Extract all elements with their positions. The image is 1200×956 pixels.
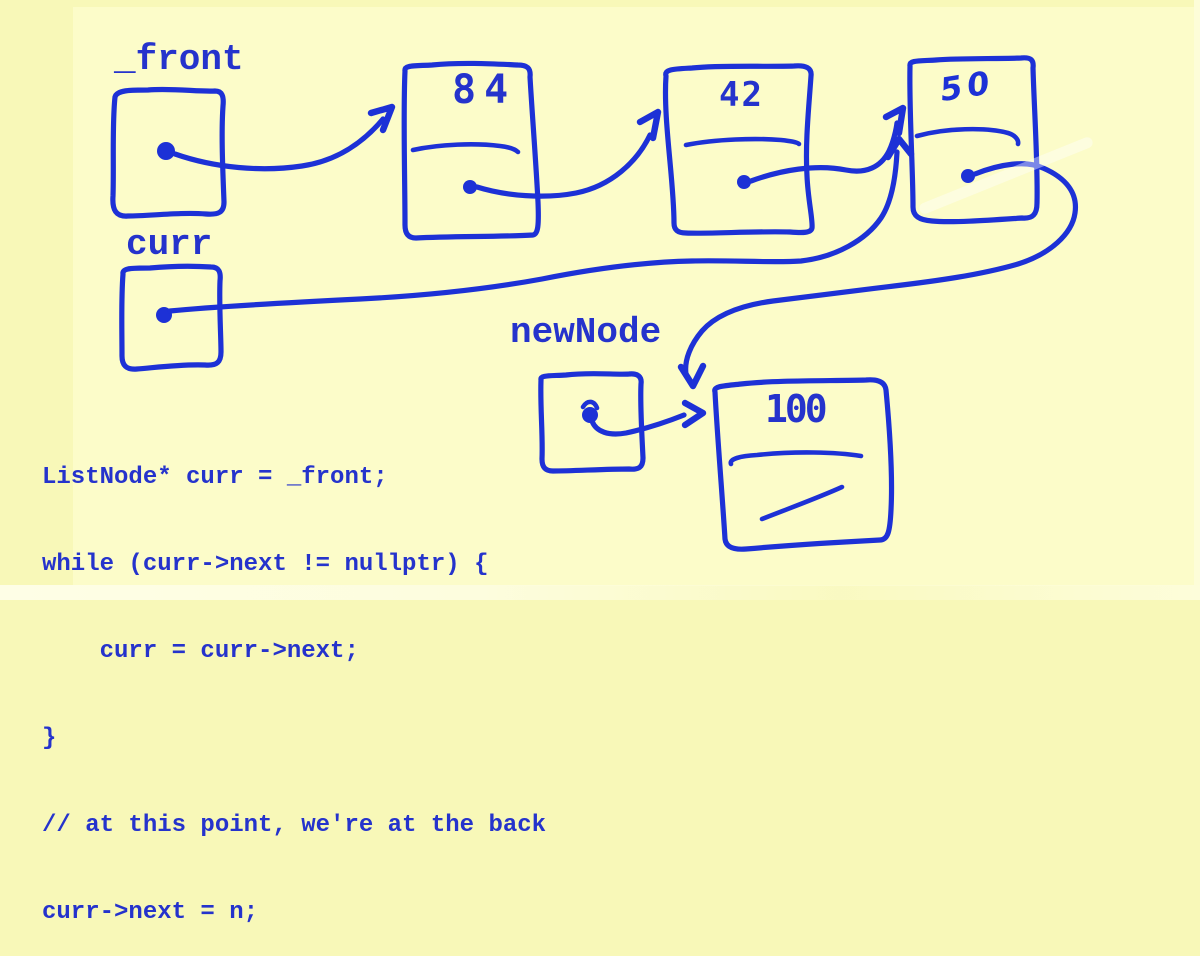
node-50-to-100-arrowhead [677, 362, 707, 390]
newnode-pointer-dot [582, 407, 598, 423]
node-84-box [401, 60, 541, 241]
node-100-value: 100 [765, 387, 828, 431]
newnode-to-100-arrowhead [681, 399, 707, 429]
node-84-to-42-arrowhead [636, 108, 662, 142]
code-line-4: } [42, 725, 57, 752]
node-42-divider [683, 136, 802, 148]
paper-background [73, 7, 1195, 586]
newnode-dot-curl [580, 399, 600, 411]
node-100-divider [728, 450, 864, 467]
paper-edge-bottom [0, 585, 1200, 600]
node-42-pointer-dot [737, 175, 751, 189]
front-box [110, 86, 227, 219]
front-to-84-arrow [172, 116, 386, 172]
code-line-2: while (curr->next != nullptr) { [42, 551, 489, 578]
front-to-84-arrowhead [367, 103, 396, 134]
node-42-value: 42 [719, 75, 764, 115]
code-line-5: // at this point, we're at the back [42, 812, 547, 839]
node-42-to-50-arrowhead [882, 104, 907, 137]
node-84-divider [410, 142, 521, 155]
node-84-value: 84 [452, 67, 517, 113]
node-50-divider [914, 126, 1021, 147]
node-42-box [662, 63, 815, 236]
curr-box [119, 263, 224, 372]
node-50-value-handwritten: 50 [937, 62, 998, 110]
front-label: _front [114, 39, 244, 80]
whiteboard-canvas: { "canvas": { "background": "#fcfcc9", "… [0, 0, 1200, 926]
code-line-3: curr = curr->next; [42, 638, 359, 665]
node-50-pointer-dot [961, 169, 975, 183]
node-42-to-50-arrow [748, 120, 900, 184]
front-pointer-dot [157, 142, 175, 160]
paper-edge-right [1194, 0, 1200, 600]
curr-to-50-arrow [167, 149, 900, 314]
newnode-to-100-arrow [589, 412, 687, 437]
code-block: ListNode* curr = _front; while (curr->ne… [42, 405, 546, 956]
hand-drawn-ink-layer [110, 55, 1079, 552]
node-84-pointer-dot [463, 180, 477, 194]
curr-label: curr [126, 224, 213, 265]
code-line-1: ListNode* curr = _front; [42, 464, 388, 491]
node-84-to-42-arrow [474, 132, 653, 199]
node-50-to-100-arrow [683, 161, 1079, 377]
newnode-box [538, 371, 646, 474]
newnode-label: newNode [510, 312, 662, 353]
node-50-box [907, 55, 1040, 225]
curr-to-50-arrowhead [884, 135, 915, 161]
node-100-nullptr-slash [759, 484, 845, 522]
code-line-6: curr->next = n; [42, 899, 259, 926]
node-100-box [712, 377, 895, 552]
